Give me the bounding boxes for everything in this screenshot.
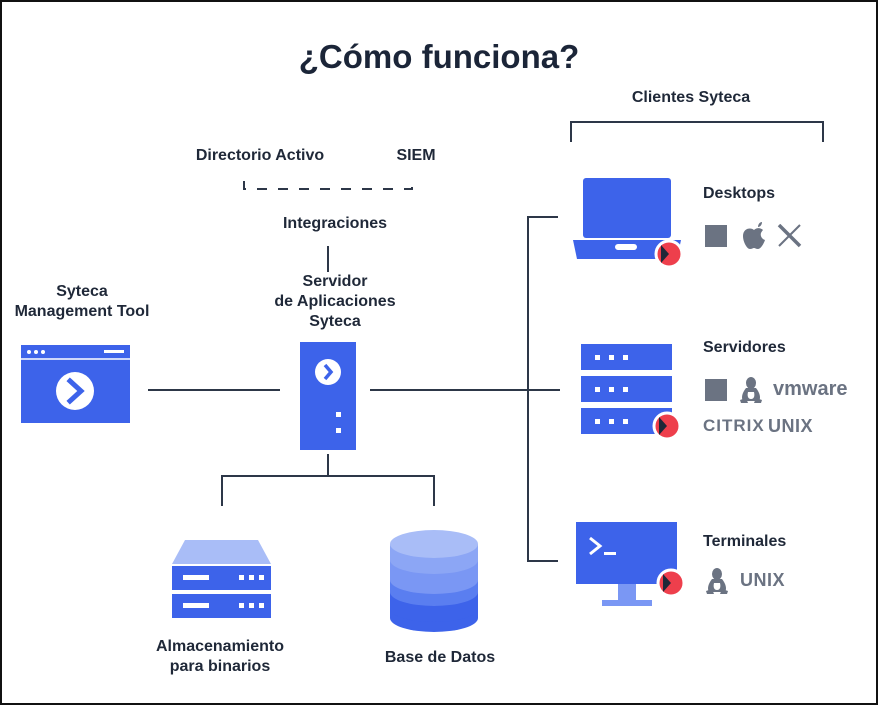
apple-icon [743,222,765,249]
mgmt-tool-label-line1: Syteca [56,283,108,300]
clients-group-label: Clientes Syteca [631,89,751,106]
server-label-line1: Servidor [302,273,368,290]
clients-trunk-line [527,216,558,562]
unix-logo: UNIX [768,416,814,436]
siem-label: SIEM [396,147,436,164]
storage-icon [172,540,271,618]
storage-db-bracket [221,475,435,506]
integrations-bracket [243,181,413,190]
storage-label: Almacenamiento para binarios [120,637,320,677]
x-window-icon [777,224,802,248]
servers-label: Servidores [703,339,786,356]
directory-label: Directorio Activo [195,147,325,164]
server-label-line2: de Aplicaciones [274,293,396,310]
server-rack-icon [581,344,682,440]
unix-logo: UNIX [740,570,786,590]
database-icon [390,530,478,632]
windows-icon [705,225,727,247]
server-label-line3: Syteca [309,313,361,330]
vmware-logo: vmware [773,378,848,400]
terminal-icon [576,522,686,606]
storage-label-line2: para binarios [169,658,271,675]
server-label: Servidor de Aplicaciones Syteca [230,272,440,332]
linux-icon [706,568,728,594]
database-label: Base de Datos [384,649,496,666]
diagram-title: ¿Cómo funciona? [298,38,580,75]
citrix-logo: CITRIX [703,416,765,435]
integrations-label: Integraciones [282,215,388,232]
management-tool-icon [21,345,130,423]
linux-icon [740,377,762,403]
storage-label-line1: Almacenamiento [155,638,285,655]
windows-icon [705,379,727,401]
desktops-label: Desktops [703,185,776,202]
app-server-icon [300,342,356,450]
mgmt-tool-label-line2: Management Tool [14,303,150,320]
clients-bracket [570,121,824,142]
terminals-label: Terminales [703,533,787,550]
mgmt-tool-label: Syteca Management Tool [0,282,164,322]
laptop-icon [573,178,683,267]
